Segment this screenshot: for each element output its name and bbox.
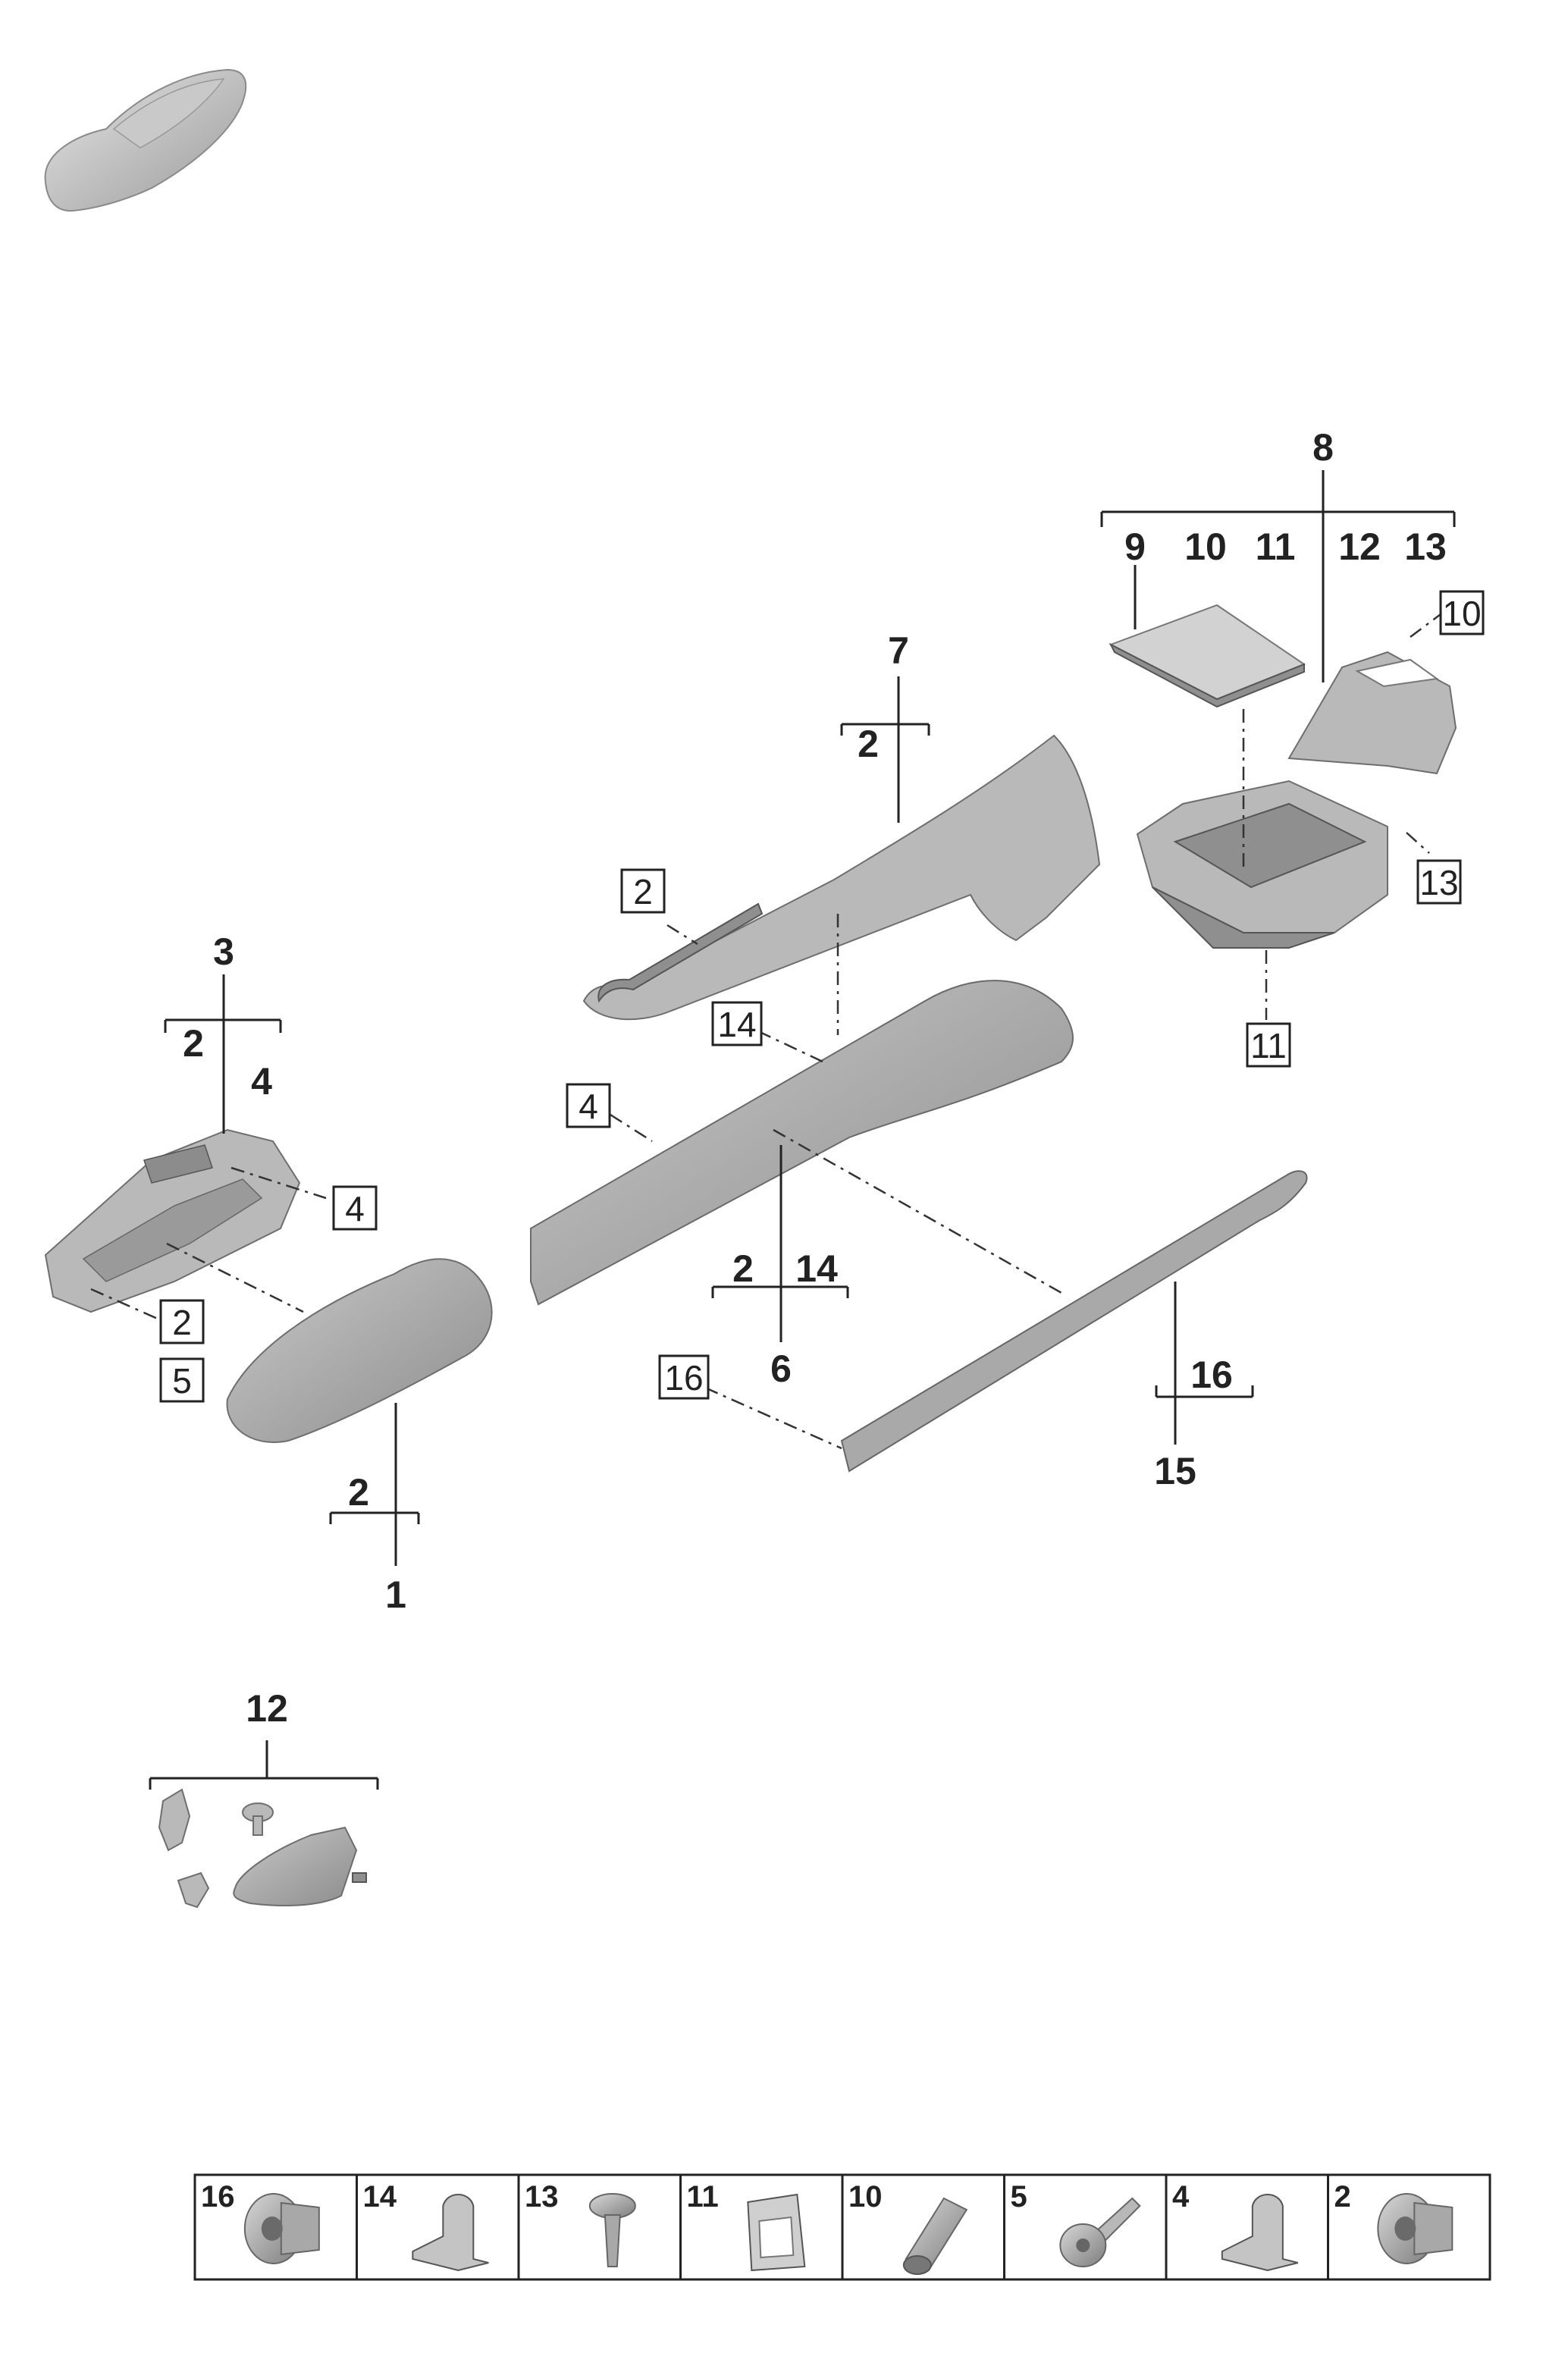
legend-cell: 14 <box>356 2175 489 2279</box>
trim-strip <box>840 1170 1308 1473</box>
callout-10: 10 <box>1184 526 1227 568</box>
boxed-label-13: 13 <box>1419 863 1458 902</box>
callout-6-sub-14: 14 <box>795 1247 838 1290</box>
boxed-label-11: 11 <box>1250 1026 1287 1065</box>
callout-1-sub-2: 2 <box>348 1471 369 1514</box>
spring-clip-icon <box>1221 2194 1299 2272</box>
callout-13: 13 <box>1404 526 1447 568</box>
callout-12-set: 12 <box>246 1687 288 1730</box>
callout-3-sub-4: 4 <box>251 1060 272 1103</box>
armrest-bracket <box>44 1128 301 1313</box>
callout-15-sub-16: 16 <box>1190 1354 1233 1396</box>
flange-nut-icon <box>243 2193 320 2264</box>
retaining-clip-icon <box>747 2193 806 2272</box>
spring-clip-icon <box>412 2194 489 2272</box>
callout-15: 15 <box>1154 1450 1196 1492</box>
callout-12: 12 <box>1338 526 1381 568</box>
legend-cell: 10 <box>841 2175 968 2279</box>
callout-8: 8 <box>1312 426 1334 469</box>
legend-label: 2 <box>1334 2180 1351 2213</box>
callout-7: 7 <box>888 629 909 672</box>
callout-9: 9 <box>1124 526 1146 568</box>
legend-cell: 11 <box>679 2175 806 2279</box>
callout-11: 11 <box>1256 526 1296 568</box>
boxed-label-2-left: 2 <box>172 1303 192 1342</box>
legend-cell: 5 <box>1003 2175 1141 2279</box>
legend-cell: 2 <box>1327 2175 1454 2279</box>
callout-7-sub-2: 2 <box>858 723 879 765</box>
legend-cell: 16 <box>201 2180 320 2264</box>
console-storage-box <box>1109 604 1457 949</box>
vehicle-thumbnail-icon <box>44 68 247 212</box>
legend-label: 11 <box>687 2180 719 2213</box>
legend-cell: 13 <box>517 2175 636 2279</box>
boxed-label-16: 16 <box>664 1358 703 1398</box>
callout-6-sub-2: 2 <box>732 1247 754 1290</box>
leader-lines <box>149 470 1456 1790</box>
push-rivet-icon <box>588 2193 636 2267</box>
fastener-legend: 16 14 13 11 10 5 4 2 <box>193 2173 1491 2281</box>
flange-nut-icon <box>1377 2193 1454 2264</box>
callout-labels: 8 9 10 11 12 13 7 2 3 2 4 2 1 2 14 6 16 … <box>183 426 1447 1730</box>
boxed-label-4-mid: 4 <box>579 1087 598 1126</box>
torx-screw-icon <box>1059 2197 1141 2267</box>
boxed-label-4-left: 4 <box>345 1189 365 1228</box>
callout-3-sub-2: 2 <box>183 1022 204 1065</box>
callout-6: 6 <box>770 1348 792 1390</box>
dash-lines <box>90 613 1441 1450</box>
boxed-labels: 10 13 11 2 14 4 16 4 2 5 <box>159 590 1485 1403</box>
callout-3: 3 <box>213 930 234 973</box>
boxed-label-5-left: 5 <box>172 1361 192 1401</box>
boxed-label-2-top: 2 <box>633 872 653 911</box>
legend-label: 10 <box>848 2180 883 2213</box>
legend-label: 4 <box>1172 2180 1190 2213</box>
upper-trim-panel <box>582 734 1101 1021</box>
expansion-nut-icon <box>902 2197 968 2275</box>
legend-cell: 4 <box>1165 2175 1299 2279</box>
boxed-label-14: 14 <box>717 1005 756 1044</box>
boxed-label-10: 10 <box>1442 594 1481 633</box>
legend-label: 14 <box>363 2180 397 2213</box>
small-parts-set <box>158 1788 367 1909</box>
side-trim-panel <box>530 980 1074 1306</box>
legend-label: 5 <box>1011 2180 1027 2213</box>
callout-1: 1 <box>385 1573 406 1616</box>
legend-label: 13 <box>525 2180 559 2213</box>
legend-label: 16 <box>201 2180 235 2213</box>
armrest-pad <box>226 1258 493 1443</box>
